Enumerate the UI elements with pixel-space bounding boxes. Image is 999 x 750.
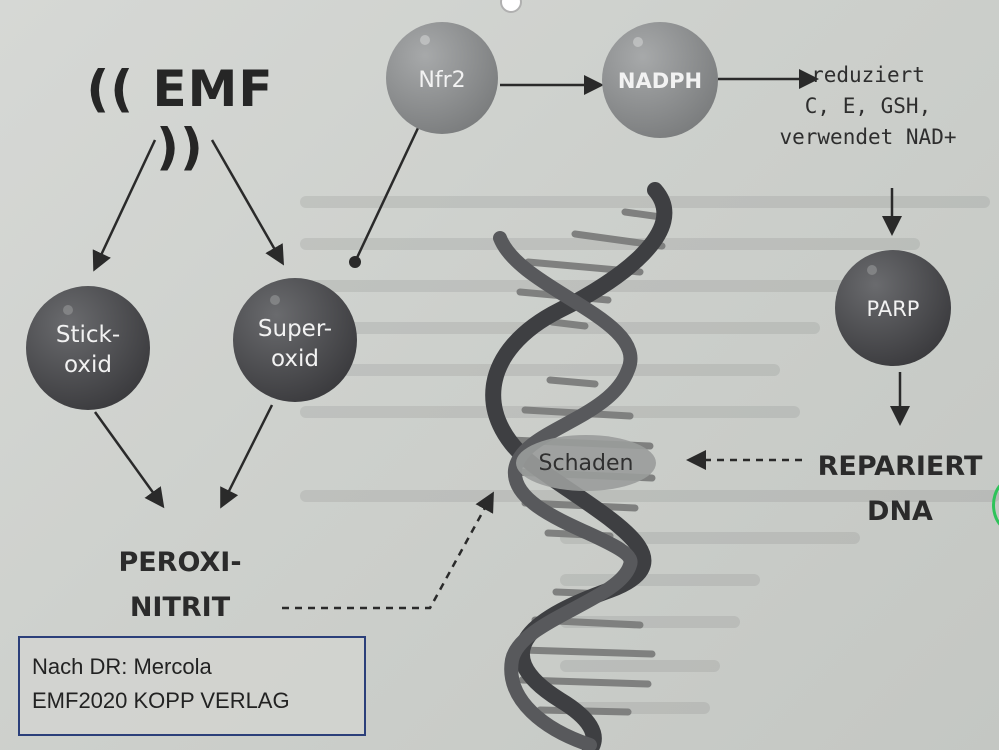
schaden-label: Schaden: [539, 451, 634, 476]
nfr2-label: Nfr2: [418, 68, 465, 93]
background-text-line: [300, 280, 860, 292]
repariert-dna-text: REPARIERT DNA: [800, 444, 999, 534]
node-stickoxid: Stick- oxid: [26, 286, 150, 410]
node-parp: PARP: [835, 250, 951, 366]
arrow-emf-to-superoxid: [210, 139, 284, 266]
peroxinitrit-line2: NITRIT: [129, 592, 231, 623]
node-nadph: NADPH: [602, 22, 718, 138]
repariert-line2: DNA: [867, 496, 933, 527]
inhibit-dot: [349, 256, 361, 268]
repariert-line1: REPARIERT: [817, 451, 983, 482]
schaden-highlight: [516, 435, 656, 491]
arrow-superoxid-to-peroxinitrit: [220, 404, 274, 509]
parp-label: PARP: [867, 297, 920, 321]
background-text-line: [300, 196, 990, 208]
peroxinitrit-line1: PEROXI-: [118, 547, 242, 578]
dashed-arrow-peroxinitrit-to-schaden: [282, 491, 494, 610]
top-marker-dot: [500, 0, 522, 13]
citation-line1: Nach DR: Mercola: [32, 654, 212, 679]
emf-label: (( EMF )): [86, 60, 274, 176]
background-text-line: [560, 660, 720, 672]
arrow-stickoxid-to-peroxinitrit: [93, 411, 165, 509]
line-nfr2-inhibit: [353, 127, 420, 263]
background-text-line: [300, 322, 820, 334]
peroxinitrit-text: PEROXI- NITRIT: [80, 540, 280, 630]
citation-box: Nach DR: Mercola EMF2020 KOPP VERLAG: [18, 636, 366, 736]
stickoxid-line1: Stick-: [56, 322, 120, 348]
node-superoxid: Super- oxid: [233, 278, 357, 402]
background-text-line: [300, 238, 920, 250]
reduziert-text: reduziert C, E, GSH, verwendet NAD+: [748, 60, 988, 153]
arrow-emf-to-stickoxid: [92, 139, 157, 272]
node-nfr2: Nfr2: [386, 22, 498, 134]
reduziert-line1: reduziert: [811, 63, 925, 87]
superoxid-line1: Super-: [258, 316, 332, 342]
dna-helix: [485, 182, 673, 750]
stickoxid-line2: oxid: [64, 352, 112, 378]
citation-line2: EMF2020 KOPP VERLAG: [32, 688, 290, 713]
superoxid-line2: oxid: [271, 346, 319, 372]
background-text-line: [300, 490, 999, 502]
nadph-label: NADPH: [618, 69, 702, 93]
background-text-line: [300, 364, 780, 376]
reduziert-line3: verwendet NAD+: [779, 125, 957, 149]
reduziert-line2: C, E, GSH,: [804, 94, 932, 118]
